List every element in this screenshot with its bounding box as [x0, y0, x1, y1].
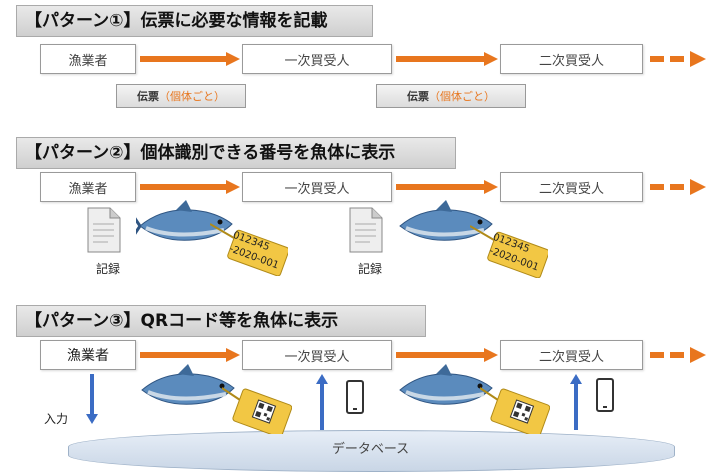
- flow-arrow: [140, 180, 240, 194]
- slip-primary: 伝票（個体ごと）: [376, 84, 526, 108]
- flow-arrow: [396, 348, 498, 362]
- pattern1-title: 【パターン①】伝票に必要な情報を記載: [16, 5, 373, 37]
- slip-main: 伝票: [137, 90, 159, 103]
- slip-sub: （個体ごと）: [159, 90, 225, 103]
- slip-fisher: 伝票（個体ごと）: [116, 84, 246, 108]
- actor-secondary-buyer: 二次買受人: [500, 340, 643, 370]
- smartphone-icon: [596, 378, 614, 412]
- input-label: 入力: [44, 412, 69, 426]
- flow-arrow: [140, 52, 240, 66]
- pattern3-title: 【パターン③】QRコード等を魚体に表示: [16, 305, 426, 337]
- slip-sub: （個体ごと）: [429, 90, 495, 103]
- record-label: 記録: [358, 262, 383, 276]
- document-icon: [87, 207, 121, 253]
- qr-tag-icon: [480, 387, 550, 434]
- id-tag-icon: [470, 225, 548, 278]
- document-icon: [349, 207, 383, 253]
- flow-arrow: [396, 52, 498, 66]
- qr-tag-icon: [222, 387, 292, 434]
- tuna-icon: [399, 200, 493, 241]
- actor-fisher: 漁業者: [40, 172, 136, 202]
- actor-fisher: 漁業者: [40, 340, 136, 370]
- actor-primary-buyer: 一次買受人: [242, 172, 392, 202]
- flow-arrow: [140, 348, 240, 362]
- actor-secondary-buyer: 二次買受人: [500, 172, 643, 202]
- slip-main: 伝票: [407, 90, 429, 103]
- actor-primary-buyer: 一次買受人: [242, 44, 392, 74]
- flow-arrow: [396, 180, 498, 194]
- smartphone-icon: [346, 380, 364, 414]
- pattern2-title: 【パターン②】個体識別できる番号を魚体に表示: [16, 137, 456, 169]
- tuna-icon: [136, 200, 233, 241]
- actor-primary-buyer: 一次買受人: [242, 340, 392, 370]
- id-tag-icon: [210, 223, 288, 276]
- database-label: データベース: [331, 442, 410, 457]
- actor-fisher: 漁業者: [40, 44, 136, 74]
- tuna-icon: [141, 364, 235, 405]
- record-label: 記録: [96, 262, 121, 276]
- tuna-icon: [399, 364, 493, 405]
- actor-secondary-buyer: 二次買受人: [500, 44, 643, 74]
